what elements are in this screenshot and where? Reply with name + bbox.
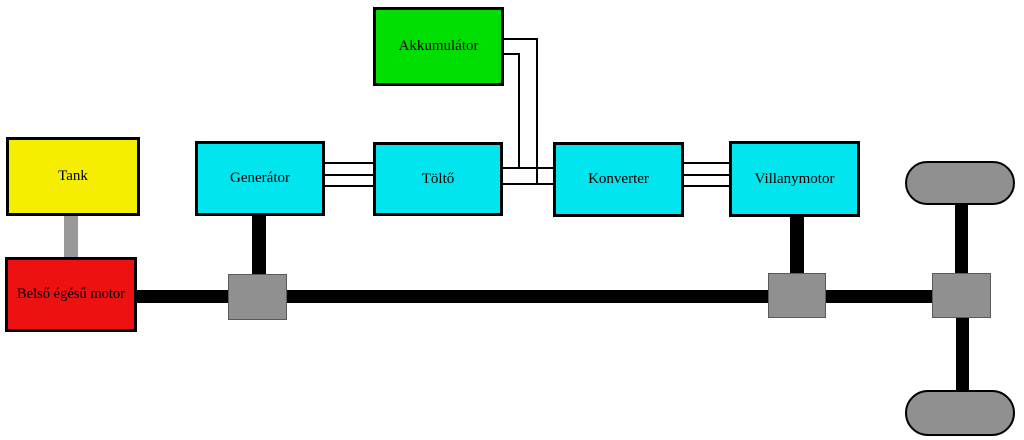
node-tolto: Töltő [373, 142, 503, 216]
coupling-electric-motor [768, 273, 826, 318]
node-villanymotor-label: Villanymotor [754, 170, 835, 187]
coupling-generator [228, 274, 287, 320]
node-villanymotor: Villanymotor [729, 141, 860, 217]
node-generator: Generátor [195, 141, 325, 216]
wheel-top [905, 161, 1015, 205]
generator-tolto-wire-2 [325, 174, 373, 176]
fuel-line [64, 214, 78, 260]
node-tank: Tank [6, 137, 140, 216]
konverter-villanymotor-wire-2 [684, 174, 729, 176]
main-drive-shaft [137, 290, 962, 303]
axle-lower [956, 316, 969, 392]
node-belso-egesu-motor-label: Belső égésű motor [17, 285, 125, 302]
node-konverter: Konverter [553, 142, 684, 217]
battery-wire-upper-horizontal [503, 38, 538, 40]
node-tank-label: Tank [58, 168, 88, 185]
node-tolto-label: Töltő [421, 170, 455, 187]
node-akkumulator: Akkumulátor [373, 7, 504, 86]
axle-upper [955, 203, 968, 275]
konverter-villanymotor-wire-3 [684, 185, 729, 187]
electric-motor-shaft [790, 215, 804, 275]
node-akkumulator-label: Akkumulátor [398, 38, 479, 55]
generator-tolto-wire-1 [325, 162, 373, 164]
dc-bus-wire-1 [503, 167, 553, 169]
konverter-villanymotor-wire-1 [684, 162, 729, 164]
wheel-bottom [905, 390, 1015, 436]
battery-wire-lower-vertical [518, 53, 520, 169]
generator-tolto-wire-3 [325, 185, 373, 187]
differential [932, 273, 991, 318]
node-generator-label: Generátor [230, 170, 290, 187]
battery-wire-upper-vertical [536, 38, 538, 185]
node-belso-egesu-motor: Belső égésű motor [5, 257, 137, 332]
node-konverter-label: Konverter [588, 171, 649, 188]
dc-bus-wire-2 [503, 183, 553, 185]
generator-shaft [252, 214, 266, 276]
battery-wire-lower-horizontal [503, 53, 520, 55]
